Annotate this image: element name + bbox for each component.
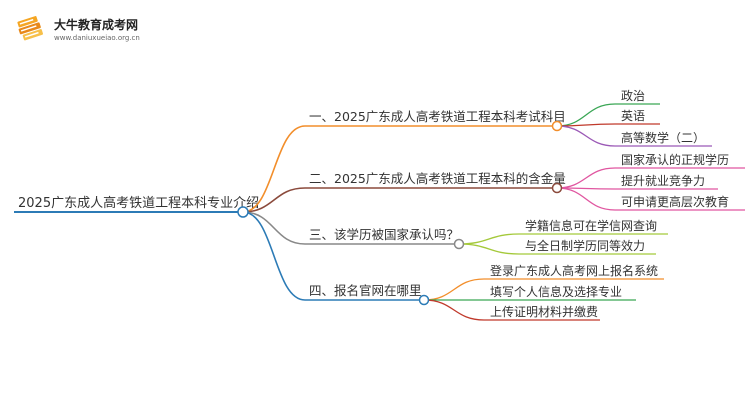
leaf-connector xyxy=(458,233,520,245)
leaf-label: 与全日制学历同等效力 xyxy=(525,238,645,253)
branch-node xyxy=(551,182,563,194)
leaf-label: 学籍信息可在学信网查询 xyxy=(525,218,657,233)
logo-site-url: www.daniuxueiao.org.cn xyxy=(54,34,140,42)
leaf-connector xyxy=(423,278,485,301)
branch-node xyxy=(453,238,465,250)
leaf-connector xyxy=(423,299,485,321)
leaf-label: 填写个人信息及选择专业 xyxy=(490,284,622,299)
branch-label: 一、2025广东成人高考铁道工程本科考试科目 xyxy=(309,109,566,124)
branch-node xyxy=(418,294,430,306)
branch-node xyxy=(551,120,563,132)
leaf-label: 提升就业竞争力 xyxy=(621,173,705,188)
branch-connector xyxy=(242,211,306,301)
leaf-connector xyxy=(458,243,520,255)
leaf-label: 登录广东成人高考网上报名系统 xyxy=(490,263,658,278)
book-stack-icon xyxy=(17,16,44,41)
logo-site-name: 大牛教育成考网 xyxy=(54,18,139,32)
branch-label: 四、报名官网在哪里 xyxy=(309,283,422,298)
site-logo[interactable]: 大牛教育成考网 www.daniuxueiao.org.cn xyxy=(14,13,154,49)
leaf-label: 高等数学（二） xyxy=(621,130,705,145)
leaf-connector xyxy=(556,125,616,147)
root-node xyxy=(237,206,249,218)
leaf-label: 上传证明材料并缴费 xyxy=(490,304,598,319)
leaf-label: 英语 xyxy=(621,109,645,123)
branch-connector xyxy=(242,125,306,213)
branch-connector xyxy=(242,187,306,213)
branch-label: 三、该学历被国家承认吗？ xyxy=(309,227,459,242)
branch-label: 二、2025广东成人高考铁道工程本科的含金量 xyxy=(309,171,566,186)
root-topic-label: 2025广东成人高考铁道工程本科专业介绍 xyxy=(18,195,259,211)
leaf-label: 政治 xyxy=(621,89,645,103)
leaf-label: 可申请更高层次教育 xyxy=(621,194,729,209)
branch-connector xyxy=(242,211,306,245)
leaf-label: 国家承认的正规学历 xyxy=(621,152,729,167)
leaf-connector xyxy=(556,187,616,211)
